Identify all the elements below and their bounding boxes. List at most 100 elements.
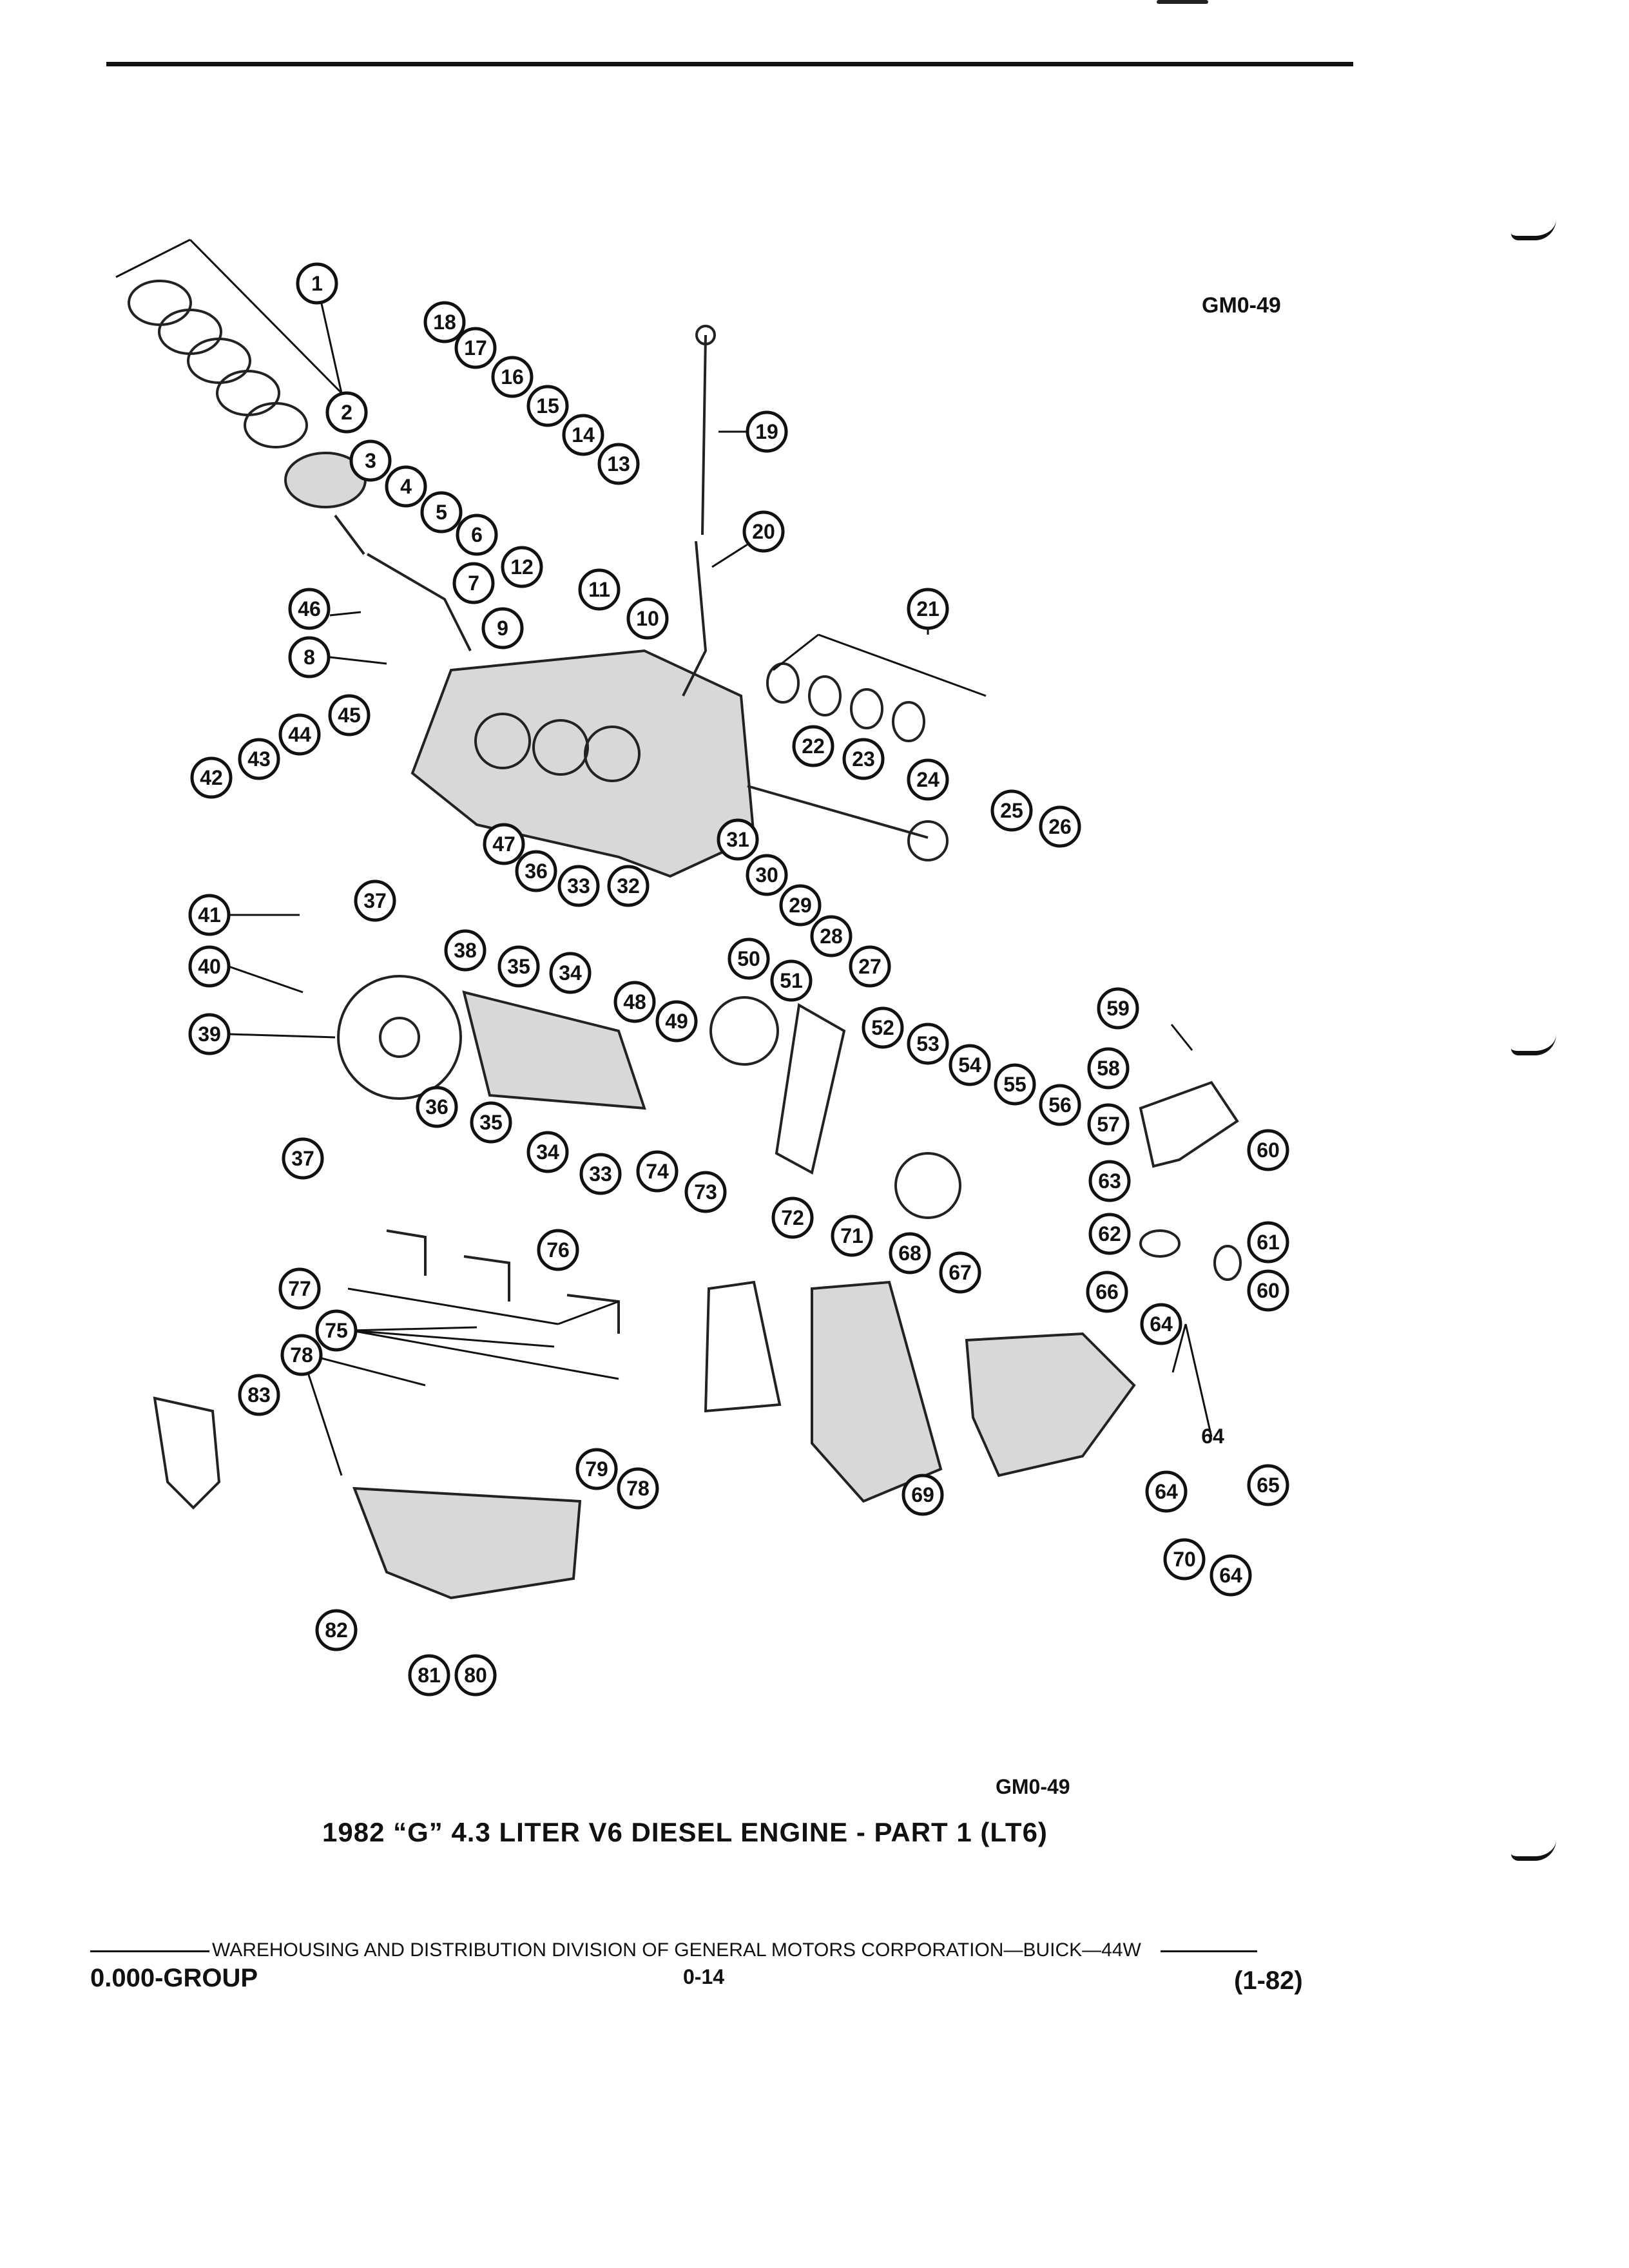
timing-cover [704,1280,943,1503]
callout-15: 15 [526,385,569,427]
svg-text:64: 64 [1155,1480,1178,1503]
svg-text:7: 7 [468,572,479,595]
callout-64-right: 64 [1201,1425,1224,1448]
svg-text:43: 43 [247,747,271,771]
callout-69: 69 [901,1474,944,1516]
callout-33: 33 [557,865,600,907]
binder-edge-mark [1511,219,1556,240]
callout-35: 35 [497,945,540,988]
callout-83: 83 [238,1374,280,1416]
callout-34: 34 [549,952,592,994]
svg-text:33: 33 [589,1162,612,1186]
callout-54: 54 [949,1044,991,1086]
svg-text:55: 55 [1003,1073,1027,1096]
svg-text:41: 41 [198,903,221,927]
svg-text:48: 48 [623,990,646,1014]
footer-page-number: 0-14 [683,1965,725,1988]
svg-text:82: 82 [325,1619,348,1642]
svg-text:79: 79 [585,1457,608,1481]
callout-46: 46 [288,588,331,630]
svg-text:44: 44 [288,723,311,746]
callout-75: 75 [315,1309,358,1352]
callout-37-lower: 37 [282,1137,324,1180]
callout-40: 40 [188,945,231,988]
svg-text:62: 62 [1098,1222,1121,1245]
callout-30: 30 [746,854,788,896]
svg-text:14: 14 [572,423,595,447]
callout-23: 23 [842,738,885,780]
svg-text:28: 28 [820,925,843,948]
callout-22: 22 [792,725,834,767]
svg-text:64: 64 [1201,1425,1224,1448]
svg-text:76: 76 [546,1238,570,1262]
timing-sprocket-and-chain [709,996,846,1175]
callout-77: 77 [278,1267,321,1310]
svg-text:16: 16 [501,365,524,389]
callout-19: 19 [746,410,788,453]
callout-71: 71 [831,1215,873,1257]
svg-text:70: 70 [1173,1548,1196,1571]
callout-29: 29 [779,884,822,927]
callout-45: 45 [328,694,371,736]
svg-text:35: 35 [479,1111,503,1134]
scan-corner-mark [1157,0,1208,4]
svg-text:2: 2 [341,401,352,424]
callout-68: 68 [889,1232,931,1274]
callout-33-lower: 33 [579,1153,622,1195]
svg-text:9: 9 [497,617,508,640]
callout-51: 51 [770,959,813,1002]
callout-67: 67 [939,1251,981,1294]
callout-55: 55 [994,1063,1036,1106]
svg-text:23: 23 [852,747,875,771]
callout-36: 36 [515,850,557,892]
svg-text:17: 17 [464,336,487,360]
callout-59: 59 [1097,987,1139,1030]
callout-64: 64 [1140,1303,1182,1345]
svg-text:67: 67 [949,1261,972,1284]
thermostat-housing [1139,1081,1242,1281]
svg-text:51: 51 [780,969,803,992]
callout-58: 58 [1087,1047,1130,1090]
water-pump [894,1152,1136,1477]
callout-70: 70 [1163,1538,1206,1581]
svg-text:47: 47 [492,832,516,856]
svg-text:29: 29 [789,894,812,917]
svg-text:64: 64 [1219,1564,1242,1587]
footer-date: (1-82) [1234,1966,1303,1995]
svg-text:60: 60 [1257,1139,1280,1162]
callout-44: 44 [278,713,321,756]
callout-28: 28 [810,915,853,957]
crankshaft [462,990,646,1110]
svg-text:36: 36 [425,1095,448,1119]
callout-35-lower: 35 [470,1101,512,1144]
callout-31: 31 [717,818,759,861]
callout-56: 56 [1039,1084,1081,1126]
svg-text:50: 50 [737,947,760,970]
callout-2: 2 [325,391,368,434]
svg-text:1: 1 [311,272,323,295]
callout-34-lower: 34 [526,1131,569,1173]
callout-32: 32 [607,865,650,907]
svg-text:61: 61 [1257,1231,1280,1254]
footer-rule-right [1160,1950,1257,1952]
callout-65: 65 [1247,1464,1289,1506]
svg-text:63: 63 [1098,1169,1121,1193]
callout-64-middle: 64 [1145,1470,1188,1513]
callout-43: 43 [238,738,280,780]
binder-edge-mark [1511,1034,1556,1055]
callout-50: 50 [728,937,770,980]
svg-text:57: 57 [1097,1113,1120,1136]
callout-25: 25 [990,789,1033,832]
oil-pump [153,1396,221,1510]
callout-78-right: 78 [617,1467,659,1510]
piston-rings [128,280,308,448]
svg-text:34: 34 [536,1140,559,1164]
callout-41: 41 [188,894,231,936]
svg-text:35: 35 [507,955,530,978]
dipstick [682,325,716,697]
svg-text:64: 64 [1150,1312,1173,1336]
svg-text:32: 32 [617,874,640,898]
svg-text:11: 11 [588,578,610,601]
diagram-code-top: GM0-49 [1202,293,1281,318]
